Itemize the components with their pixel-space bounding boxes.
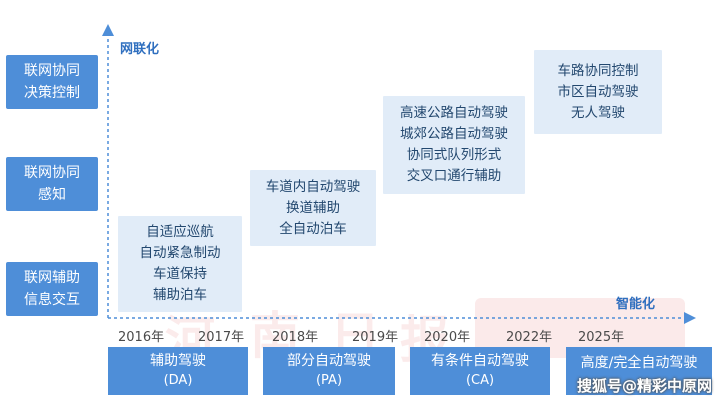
level-label-line2: 感知 (38, 187, 66, 203)
year-label: 2017年 (198, 330, 245, 345)
year-label: 2022年 (506, 330, 553, 345)
stage-name: 有条件自动驾驶 (431, 353, 529, 369)
feature-group-da: 自适应巡航 自动紧急制动 车道保持 辅助泊车 (118, 216, 242, 312)
feature-group-ha-fa: 车路协同控制 市区自动驾驶 无人驾驶 (534, 50, 662, 134)
year-label: 2016年 (118, 330, 165, 345)
year-label: 2019年 (352, 330, 399, 345)
feature-item: 交叉口通行辅助 (406, 168, 502, 184)
feature-item: 市区自动驾驶 (557, 83, 639, 100)
stage-name: 部分自动驾驶 (287, 353, 371, 369)
year-label: 2025年 (578, 330, 625, 345)
connectivity-level-info-interaction: 联网辅助 信息交互 (6, 262, 98, 316)
feature-item: 无人驾驶 (571, 104, 625, 121)
level-label-line1: 联网辅助 (24, 270, 80, 286)
feature-group-pa: 车道内自动驾驶 换道辅助 全自动泊车 (250, 170, 376, 246)
feature-item: 自动紧急制动 (139, 245, 221, 261)
feature-item: 高速公路自动驾驶 (400, 105, 508, 121)
stage-abbr: (DA) (163, 373, 193, 388)
stage-name: 高度/完全自动驾驶 (580, 355, 698, 371)
feature-item: 车道内自动驾驶 (265, 178, 361, 195)
stage-abbr: (CA) (465, 373, 495, 388)
connectivity-level-perception: 联网协同 感知 (6, 157, 98, 211)
stage-abbr: (PA) (315, 373, 343, 388)
stage-ca: 有条件自动驾驶 (CA) (410, 347, 550, 395)
connectivity-level-decision-control: 联网协同 决策控制 (6, 55, 98, 109)
feature-item: 自适应巡航 (146, 224, 214, 240)
feature-item: 辅助泊车 (153, 287, 207, 303)
watermark-text: 搜狐号@精彩中原网 (576, 377, 712, 395)
y-axis-label: 网联化 (120, 42, 160, 57)
stage-ha-fa: 高度/完全自动驾驶 (566, 347, 712, 395)
year-label: 2020年 (424, 330, 471, 345)
feature-group-ca: 高速公路自动驾驶 城郊公路自动驾驶 协同式队列形式 交叉口通行辅助 (383, 96, 525, 194)
stage-pa: 部分自动驾驶 (PA) (263, 347, 395, 395)
level-label-line1: 联网协同 (24, 165, 80, 181)
year-label: 2018年 (272, 330, 319, 345)
stage-da: 辅助驾驶 (DA) (108, 347, 248, 395)
feature-item: 车道保持 (153, 266, 207, 282)
level-label-line1: 联网协同 (24, 63, 80, 79)
feature-item: 车路协同控制 (557, 62, 639, 79)
feature-item: 协同式队列形式 (406, 147, 502, 163)
feature-item: 城郊公路自动驾驶 (400, 126, 508, 142)
level-label-line2: 信息交互 (24, 292, 80, 308)
stage-name: 辅助驾驶 (150, 353, 206, 369)
level-label-line2: 决策控制 (24, 85, 80, 101)
x-axis-label: 智能化 (616, 297, 656, 312)
feature-item: 全自动泊车 (279, 220, 347, 237)
feature-item: 换道辅助 (286, 199, 340, 216)
